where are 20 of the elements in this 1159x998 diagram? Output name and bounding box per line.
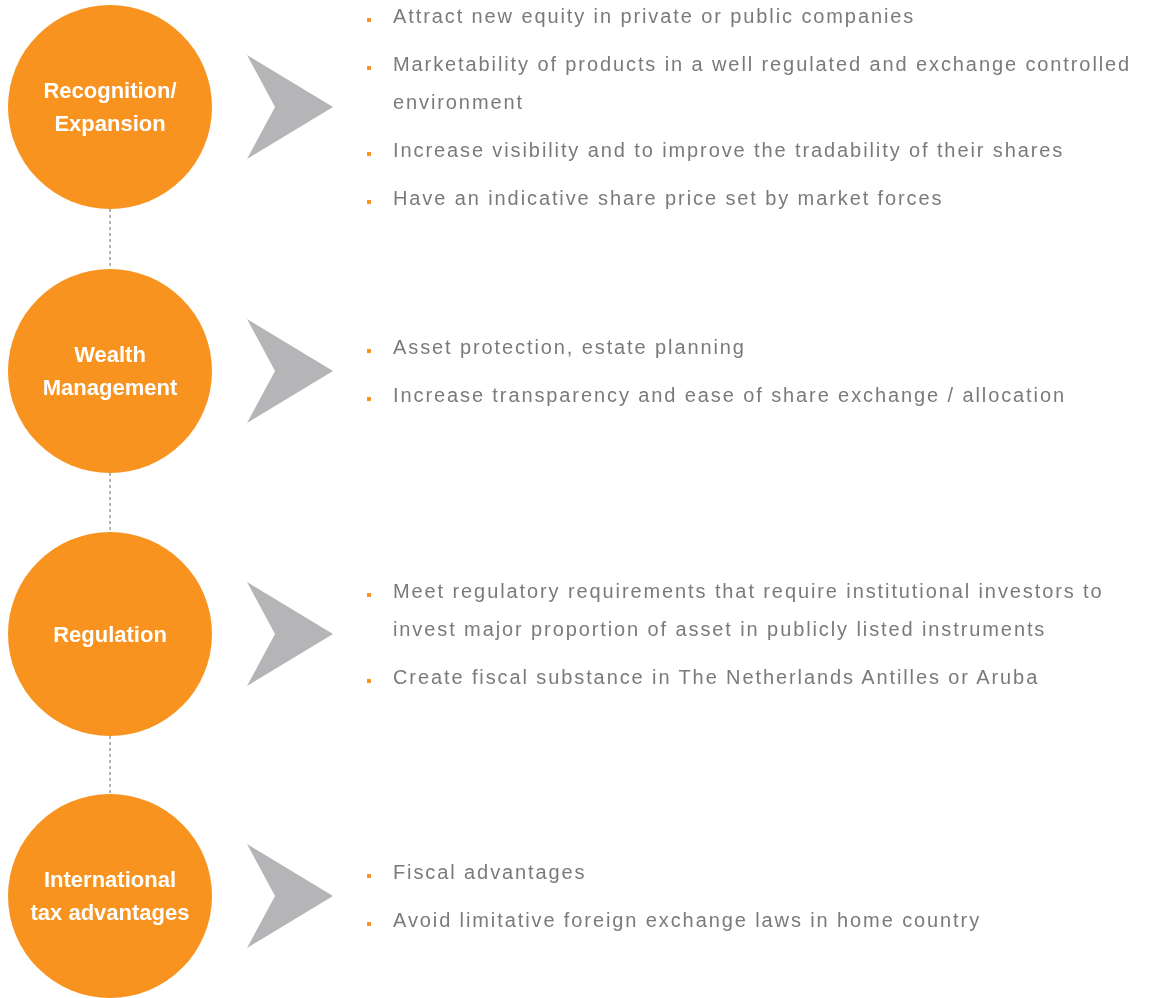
bullet-text: Attract new equity in private or public companies bbox=[393, 4, 916, 29]
chevron-arrow bbox=[247, 582, 333, 686]
bullet-text: Increase visibility and to improve the tradability of their shares bbox=[393, 138, 1065, 163]
connector-line bbox=[109, 735, 111, 795]
category-label: Regulation bbox=[53, 620, 167, 649]
chevron-arrow bbox=[247, 319, 333, 423]
category-label: Wealth Management bbox=[41, 341, 179, 402]
connector-line bbox=[109, 472, 111, 533]
bullet-text: Asset protection, estate planning bbox=[393, 335, 746, 360]
bullet-text: Fiscal advantages bbox=[393, 860, 587, 885]
bullet-text: Meet regulatory requirements that require institutional investors to invest major proportion of asset in publicly listed instruments bbox=[393, 579, 1105, 642]
chevron-arrow bbox=[247, 844, 333, 948]
bullet-text: Have an indicative share price set by market forces bbox=[393, 186, 944, 211]
bullet-text: Create fiscal substance in The Netherlands Antilles or Aruba bbox=[393, 665, 1040, 690]
bullet-text: Increase transparency and ease of share exchange / allocation bbox=[393, 383, 1066, 408]
bullet-text: Avoid limitative foreign exchange laws in home country bbox=[393, 908, 982, 933]
category-label: International tax advantages bbox=[30, 866, 190, 927]
chevron-arrow bbox=[247, 55, 333, 159]
bullet-text: Marketability of products in a well regulated and exchange controlled environment bbox=[393, 52, 1133, 115]
category-label: Recognition/ Expansion bbox=[42, 77, 178, 138]
